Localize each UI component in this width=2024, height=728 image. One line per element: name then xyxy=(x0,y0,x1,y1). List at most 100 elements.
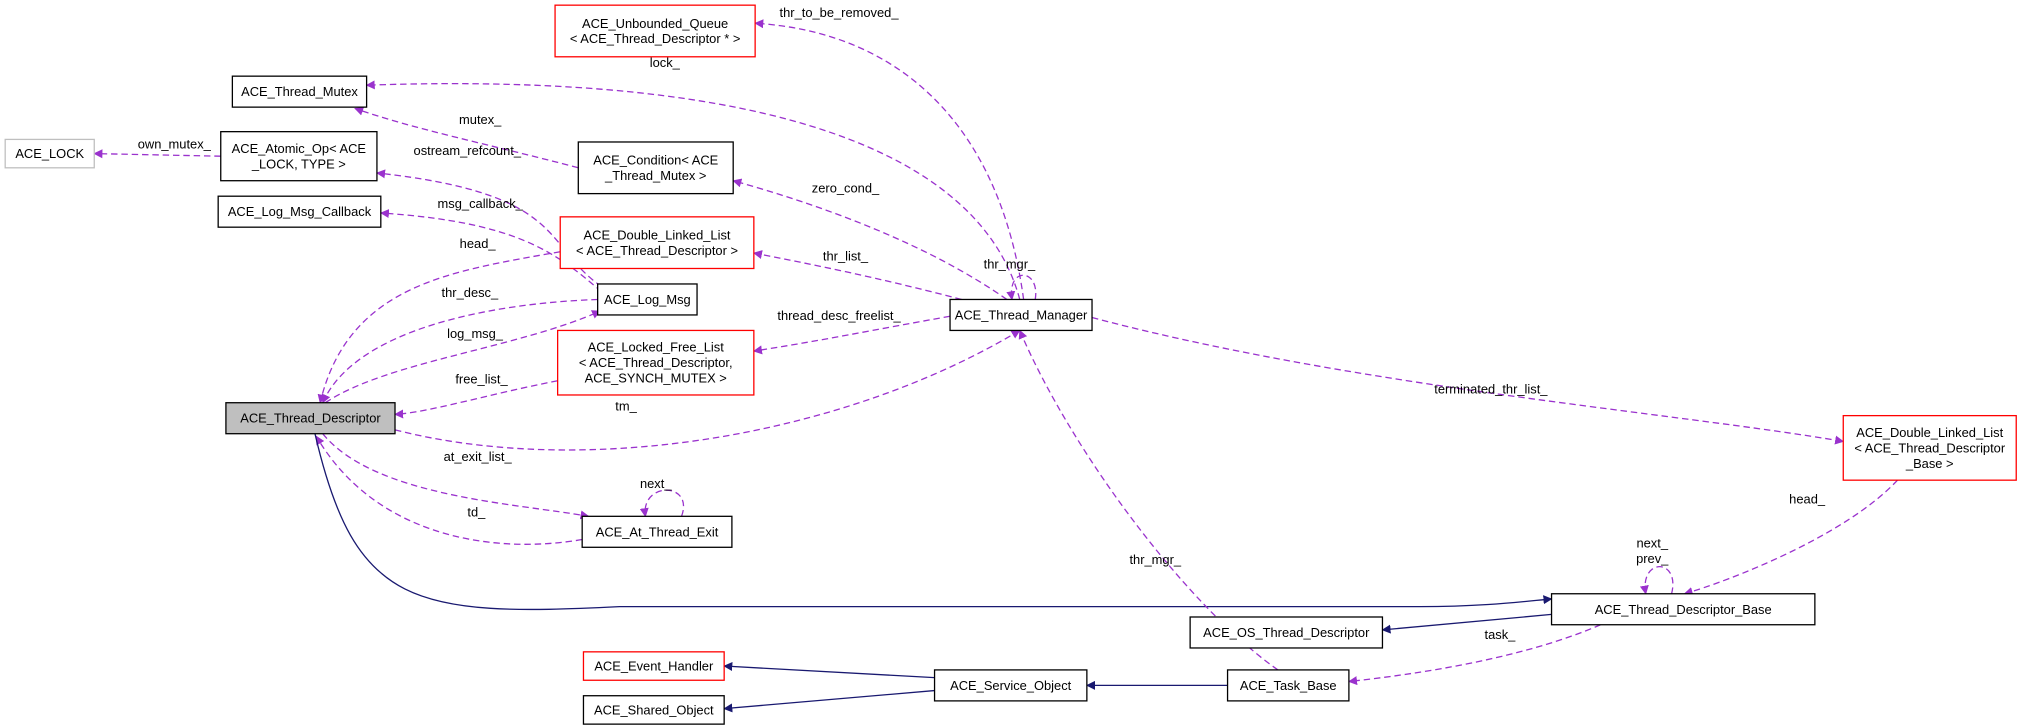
node-box xyxy=(933,669,1088,702)
edge-label: lock_ xyxy=(650,55,681,70)
node-label: ACE_Unbounded_Queue xyxy=(582,16,728,31)
class-node-logmsg[interactable]: ACE_Log_Msg xyxy=(597,283,698,316)
inheritance-arrow xyxy=(1381,613,1552,634)
node-label: ACE_Event_Handler xyxy=(594,659,714,674)
edge-logmsg-to-atomic: ostream_refcount_ xyxy=(376,143,602,288)
edge-dllb-to-tdb: head_ xyxy=(1683,479,1898,596)
node-box xyxy=(557,329,755,396)
edge-logmsg-to-td: thr_desc_ xyxy=(321,285,598,404)
class-node-cond[interactable]: ACE_Condition< ACE_Thread_Mutex > xyxy=(577,141,734,195)
node-box xyxy=(581,515,733,548)
class-node-dll[interactable]: ACE_Double_Linked_List< ACE_Thread_Descr… xyxy=(559,216,755,270)
node-box xyxy=(1226,669,1350,702)
class-node-lock[interactable]: ACE_LOCK xyxy=(4,138,95,169)
node-box xyxy=(225,402,396,435)
node-box xyxy=(582,695,725,725)
node-box xyxy=(554,4,756,58)
usage-arrow xyxy=(394,329,1021,451)
class-node-tb[interactable]: ACE_Task_Base xyxy=(1226,669,1350,702)
edge-so-to-eh xyxy=(723,661,935,679)
edge-label: thr_list_ xyxy=(823,249,869,264)
edge-lfl-to-td: free_list_ xyxy=(394,371,558,419)
edge-tm-to-cond: zero_cond_ xyxy=(732,178,1008,300)
class-node-tdb[interactable]: ACE_Thread_Descriptor_Base xyxy=(1550,593,1816,626)
class-node-eh[interactable]: ACE_Event_Handler xyxy=(582,651,725,681)
edge-label: head_ xyxy=(460,236,497,251)
node-box xyxy=(559,216,755,270)
node-label: _LOCK, TYPE > xyxy=(251,156,346,171)
usage-arrow xyxy=(1347,624,1601,686)
node-label: ACE_Shared_Object xyxy=(594,702,714,717)
edge-label: task_ xyxy=(1485,627,1517,642)
class-node-tm[interactable]: ACE_Thread_Manager xyxy=(949,298,1093,332)
class-node-shared[interactable]: ACE_Shared_Object xyxy=(582,695,725,725)
node-label: ACE_Service_Object xyxy=(950,678,1072,693)
node-box xyxy=(1550,593,1816,626)
edge-ate-to-td: td_ xyxy=(315,435,583,545)
node-label: < ACE_Thread_Descriptor xyxy=(1854,440,2006,455)
inheritance-arrow xyxy=(723,689,935,713)
edge-label: at_exit_list_ xyxy=(444,449,513,464)
edge-label: thread_desc_freelist_ xyxy=(777,308,901,323)
edge-label: prev_ xyxy=(1636,551,1669,566)
edge-tdb-to-tb: task_ xyxy=(1347,624,1601,686)
node-label: ACE_Double_Linked_List xyxy=(584,227,731,242)
node-label: ACE_Log_Msg_Callback xyxy=(228,204,372,219)
class-node-cb[interactable]: ACE_Log_Msg_Callback xyxy=(217,195,382,228)
edge-td-to-tm: tm_ xyxy=(394,329,1021,451)
usage-arrow xyxy=(315,435,583,545)
edge-dll-to-td: head_ xyxy=(317,236,561,404)
edge-tb-to-tm: thr_mgr_ xyxy=(1018,329,1279,671)
edge-cond-to-mutex: mutex_ xyxy=(354,106,579,169)
class-node-so[interactable]: ACE_Service_Object xyxy=(933,669,1088,702)
node-label: < ACE_Thread_Descriptor * > xyxy=(570,31,741,46)
edge-tdb-to-tdb: next_prev_ xyxy=(1636,535,1674,595)
node-label: < ACE_Thread_Descriptor, xyxy=(579,355,733,370)
node-label: ACE_SYNCH_MUTEX > xyxy=(585,371,727,386)
node-label: ACE_Thread_Descriptor xyxy=(240,411,381,426)
node-box xyxy=(1842,414,2017,481)
edge-logmsg-to-cb: msg_callback_ xyxy=(379,196,602,293)
edge-atomic-to-lock: own_mutex_ xyxy=(93,136,221,159)
edge-tm-to-dll: thr_list_ xyxy=(752,249,962,301)
usage-arrow xyxy=(394,380,558,419)
usage-arrow xyxy=(354,106,579,169)
class-node-lfl[interactable]: ACE_Locked_Free_List< ACE_Thread_Descrip… xyxy=(557,329,755,396)
class-node-uq[interactable]: ACE_Unbounded_Queue< ACE_Thread_Descript… xyxy=(554,4,756,58)
usage-arrow xyxy=(1639,566,1674,595)
node-box xyxy=(597,283,698,316)
node-label: ACE_Condition< ACE xyxy=(593,153,718,168)
node-label: _Thread_Mutex > xyxy=(604,168,706,183)
node-box xyxy=(1189,616,1384,649)
node-box xyxy=(582,651,725,681)
edge-label: thr_mgr_ xyxy=(984,256,1036,271)
class-node-td[interactable]: ACE_Thread_Descriptor xyxy=(225,402,396,435)
edge-label: mutex_ xyxy=(459,112,502,127)
edge-label: head_ xyxy=(1789,491,1826,506)
edge-td-to-ate: at_exit_list_ xyxy=(322,433,590,520)
class-node-ate[interactable]: ACE_At_Thread_Exit xyxy=(581,515,733,548)
usage-arrow xyxy=(324,310,602,404)
usage-arrow xyxy=(1683,479,1898,596)
edge-tm-to-mutex: lock_ xyxy=(365,55,1021,300)
edge-so-to-shared xyxy=(723,689,935,713)
node-label: ACE_At_Thread_Exit xyxy=(596,524,719,539)
edge-td-to-tdb xyxy=(314,433,1553,611)
class-node-atomic[interactable]: ACE_Atomic_Op< ACE_LOCK, TYPE > xyxy=(220,131,378,182)
class-node-dllb[interactable]: ACE_Double_Linked_List< ACE_Thread_Descr… xyxy=(1842,414,2017,481)
edge-label: own_mutex_ xyxy=(138,136,212,151)
node-label: ACE_Thread_Descriptor_Base xyxy=(1595,602,1772,617)
node-label: ACE_Thread_Mutex xyxy=(241,84,358,99)
class-node-os[interactable]: ACE_OS_Thread_Descriptor xyxy=(1189,616,1384,649)
node-box xyxy=(4,138,95,169)
edge-tdb-to-os xyxy=(1381,613,1552,634)
usage-arrow xyxy=(754,19,1025,300)
inheritance-arrow xyxy=(723,661,935,679)
edge-td-to-logmsg: log_msg_ xyxy=(324,310,602,404)
node-box xyxy=(577,141,734,195)
class-node-mutex[interactable]: ACE_Thread_Mutex xyxy=(231,75,368,108)
edge-label: log_msg_ xyxy=(447,326,504,341)
node-label: _Base > xyxy=(1905,456,1954,471)
edge-label: next_ xyxy=(1636,535,1668,550)
